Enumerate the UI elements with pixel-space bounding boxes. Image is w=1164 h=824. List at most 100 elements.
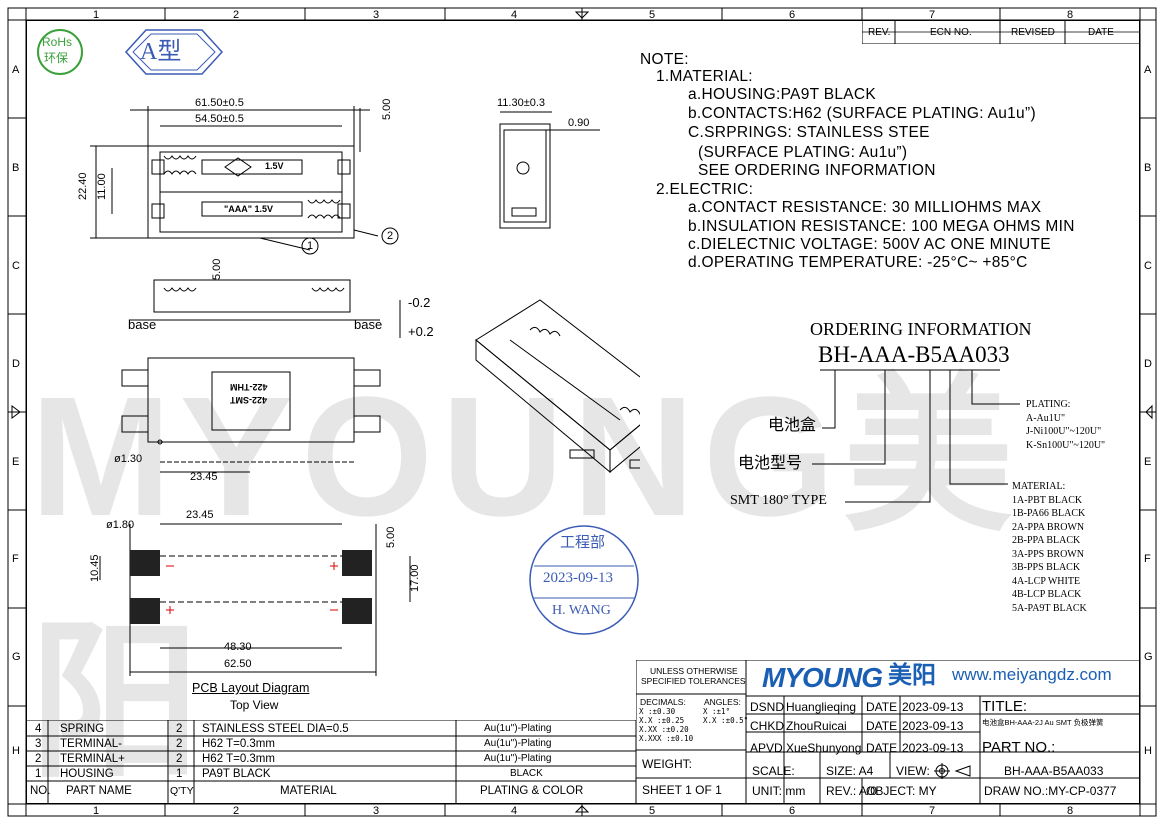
material-line: 1B-PA66 BLACK xyxy=(1012,508,1086,519)
bom-row-4-material: STAINLESS STEEL DIA=0.5 xyxy=(202,723,349,735)
grid-row-f: F xyxy=(12,553,19,565)
bom-row-1-material: PA9T BLACK xyxy=(202,768,271,780)
base-label-right: base xyxy=(354,317,383,332)
tolerance-xxxx: X.XXX :±0.10 xyxy=(639,734,694,743)
apvd-date-label: DATE xyxy=(866,741,898,755)
plating-line: A-Au1U" xyxy=(1026,412,1066,424)
dsnd-name: Huanglieqing xyxy=(786,700,857,714)
bom-row-1-qty: 1 xyxy=(176,768,183,780)
grid-row-g-right: G xyxy=(1144,651,1153,663)
note-line-6: SEE ORDERING INFORMATION xyxy=(698,162,936,179)
grid-row-h-right: H xyxy=(1144,745,1152,757)
grid-col-8-bottom: 8 xyxy=(1066,805,1074,817)
chkd-date: 2023-09-13 xyxy=(902,719,964,733)
dsnd-date: 2023-09-13 xyxy=(902,700,964,714)
bom-row-2-no: 2 xyxy=(35,753,42,765)
grid-col-3-bottom: 3 xyxy=(372,805,380,817)
angle-xx: X.X :±0.5° xyxy=(703,716,749,725)
weight-label: WEIGHT: xyxy=(642,757,692,771)
grid-row-d: D xyxy=(12,358,20,370)
bom-table xyxy=(26,720,636,804)
ordering-label-smt: SMT 180° TYPE xyxy=(730,493,827,508)
note-line-4: C.SRPRINGS: STAINLESS STEE xyxy=(688,124,930,141)
grid-col-6: 6 xyxy=(788,9,796,21)
balloon-2: 2 xyxy=(387,230,394,242)
object-label: OBJECT: MY xyxy=(866,784,937,798)
grid-col-6-bottom: 6 xyxy=(788,805,796,817)
view-label: VIEW: xyxy=(896,764,930,778)
bom-row-2-plating: Au(1u")-Plating xyxy=(484,753,552,764)
pcb-layout-title: PCB Layout Diagram xyxy=(192,681,310,695)
dim-48-30: 48.30 xyxy=(224,641,252,653)
dsnd-label: DSND xyxy=(750,700,785,714)
material-line: 1A-PBT BLACK xyxy=(1012,494,1083,506)
bom-header-no: NO. xyxy=(30,785,51,797)
bom-row-3-plating: Au(1u")-Plating xyxy=(484,738,552,749)
grid-row-c: C xyxy=(12,260,20,272)
note-line-2: a.HOUSING:PA9T BLACK xyxy=(688,86,877,103)
website-link[interactable]: www.meiyangdz.com xyxy=(952,665,1112,684)
note-line-7: 2.ELECTRIC: xyxy=(656,181,754,198)
sheet-label: SHEET 1 OF 1 xyxy=(642,783,722,797)
engineering-drawing xyxy=(90,106,640,676)
angle-x: X :±1° xyxy=(703,707,731,716)
dim-dia-1-80: ø1.80 xyxy=(106,519,135,531)
bom-row-2-material: H62 T=0.3mm xyxy=(202,753,275,765)
grid-row-g: G xyxy=(12,651,21,663)
smt-bottom-label: 422-SMT xyxy=(230,395,268,405)
stamp-name: H. WANG xyxy=(552,603,611,618)
note-line-9: b.INSULATION RESISTANCE: 100 MEGA OHMS M… xyxy=(688,218,1075,235)
note-line-10: c.DIELECTNIC VOLTAGE: 500V AC ONE MINUTE xyxy=(688,236,1051,253)
bom-row-1-plating: BLACK xyxy=(510,768,543,779)
ordering-part: BH-AAA-B5AA033 xyxy=(818,342,1010,367)
bom-row-1-name: HOUSING xyxy=(60,768,114,780)
grid-row-d-right: D xyxy=(1144,358,1152,370)
stamp-dept: 工程部 xyxy=(560,535,606,551)
plating-line: K-Sn100U"~120U" xyxy=(1026,439,1106,451)
ordering-label-model: 电池型号 xyxy=(738,455,803,472)
bom-row-3-qty: 2 xyxy=(176,738,183,750)
ecn-header: ECN NO. xyxy=(930,27,972,38)
projection-view-icon xyxy=(934,763,971,779)
dim-11-00: 11.00 xyxy=(96,173,108,200)
part-no-label: PART NO.: xyxy=(982,739,1056,756)
dim-17-00: 17.00 xyxy=(409,564,421,592)
material-line: MATERIAL: xyxy=(1012,481,1066,492)
top-view-label: Top View xyxy=(230,698,279,712)
size-label: SIZE: A4 xyxy=(826,764,874,778)
bom-row-4-name: SPRING xyxy=(60,723,105,735)
bom-row-2-qty: 2 xyxy=(176,753,183,765)
grid-col-3: 3 xyxy=(372,9,380,21)
title-block xyxy=(636,660,1140,804)
scale-label: SCALE: xyxy=(752,764,795,778)
dim-23-45-bottom: 23.45 xyxy=(190,471,218,483)
rev-label: REV.: A/0 xyxy=(826,784,877,798)
material-line: 4B-LCP BLACK xyxy=(1012,589,1082,600)
rev-header: REV. xyxy=(868,27,891,38)
dim-5-00-front: 5.00 xyxy=(211,258,223,280)
dim-dia-1-30: ø1.30 xyxy=(114,453,143,465)
material-line: 4A-LCP WHITE xyxy=(1012,575,1081,587)
grid-row-a-right: A xyxy=(1144,64,1152,76)
note-line-1: 1.MATERIAL: xyxy=(656,68,753,85)
bom-header-plating: PLATING & COLOR xyxy=(480,785,584,797)
tolerance-decimals: DECIMALS: xyxy=(640,697,686,707)
bom-header-part: PART NAME xyxy=(66,785,132,797)
rohs-cn-text: 环保 xyxy=(44,51,69,65)
bom-row-3-name: TERMINAL- xyxy=(60,738,122,750)
grid-col-4: 4 xyxy=(510,9,518,21)
revised-header: REVISED xyxy=(1011,27,1055,38)
plating-line: J-Ni100U"~120U" xyxy=(1026,426,1102,437)
ordering-title: ORDERING INFORMATION xyxy=(810,319,1032,339)
stamp-date: 2023-09-13 xyxy=(543,570,613,586)
apvd-date: 2023-09-13 xyxy=(902,741,964,755)
tolerance-xxx: X.XX :±0.20 xyxy=(639,725,689,734)
dim-61-50: 61.50±0.5 xyxy=(195,97,244,109)
ordering-leader-lines xyxy=(812,369,1020,503)
dim-23-45-pcb: 23.45 xyxy=(186,509,214,521)
stamp-seal-icon xyxy=(529,525,639,635)
note-line-3: b.CONTACTS:H62 (SURFACE PLATING: Au1u”) xyxy=(688,105,1036,122)
title-value: 电池盒BH-AAA-2J Au SMT 负极弹簧 xyxy=(982,718,1104,727)
dim-5-00-top: 5.00 xyxy=(381,98,393,120)
